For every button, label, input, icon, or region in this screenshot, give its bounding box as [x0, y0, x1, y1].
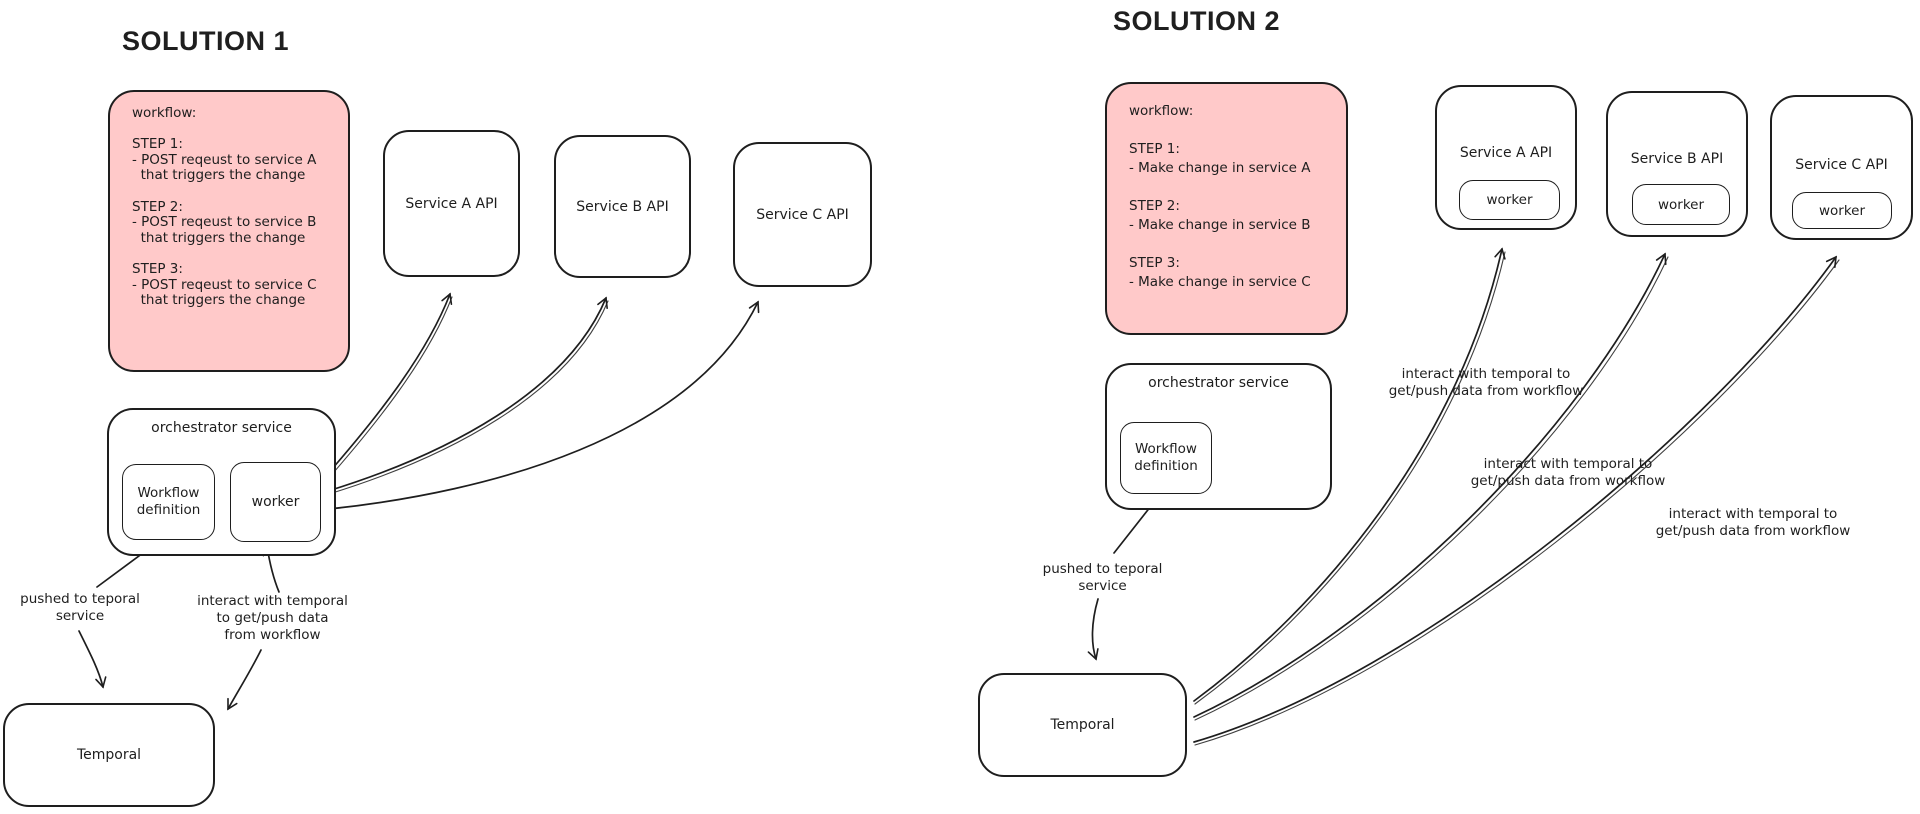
s2-worker-a-box: worker — [1459, 180, 1560, 220]
s1-workflow-definition-label: Workflow definition — [136, 485, 201, 518]
s2-worker-c-box: worker — [1792, 192, 1892, 229]
arrow-s1-worker-to-service-b — [327, 296, 608, 492]
s2-worker-a-label: worker — [1486, 192, 1533, 208]
s2-service-b-label: Service B API — [1630, 151, 1724, 167]
solution2-title: SOLUTION 2 — [1113, 6, 1281, 36]
s1-orchestrator-box: orchestrator service Workflow definition… — [107, 408, 336, 556]
s2-workflow-definition-box: Workflow definition — [1120, 422, 1212, 494]
s2-service-c-label: Service C API — [1795, 157, 1888, 173]
solution1-workflow-note-text: workflow: STEP 1: - POST reqeust to serv… — [132, 105, 317, 309]
s2-worker-b-label: worker — [1657, 196, 1705, 213]
s1-service-c-label: Service C API — [756, 206, 849, 223]
s2-interact-label-1: interact with temporal to get/push data … — [1388, 366, 1584, 399]
s1-temporal-label: Temporal — [76, 747, 142, 763]
arrow-s1-worker-to-service-c — [328, 300, 760, 510]
s2-service-c-box: Service C API worker — [1770, 95, 1913, 240]
s1-service-a-label: Service A API — [405, 195, 498, 212]
s2-service-a-box: Service A API worker — [1435, 85, 1577, 230]
s2-interact-label-3: interact with temporal to get/push data … — [1655, 506, 1851, 539]
s2-orchestrator-label: orchestrator service — [1148, 375, 1289, 391]
solution2-workflow-note: workflow: STEP 1: - Make change in servi… — [1105, 82, 1348, 335]
s2-service-b-box: Service B API worker — [1606, 91, 1748, 237]
s1-service-b-box: Service B API — [554, 135, 691, 278]
s2-temporal-label: Temporal — [1050, 717, 1115, 733]
s1-service-b-label: Service B API — [576, 198, 669, 215]
arrow-s1-pushed-label-to-temporal — [78, 630, 107, 689]
solution1-title: SOLUTION 1 — [122, 26, 290, 56]
s2-orchestrator-box: orchestrator service Workflow definition — [1105, 363, 1332, 510]
solution1-workflow-note: workflow: STEP 1: - POST reqeust to serv… — [108, 90, 350, 372]
s1-workflow-definition-box: Workflow definition — [122, 464, 215, 540]
s1-service-a-box: Service A API — [383, 130, 520, 277]
s2-temporal-box: Temporal — [978, 673, 1187, 777]
arrow-s1-worker-to-service-b-sketch — [328, 300, 609, 495]
s1-worker-label: worker — [251, 494, 300, 510]
s2-interact-label-2: interact with temporal to get/push data … — [1470, 456, 1666, 489]
s1-interact-label: interact with temporal to get/push data … — [197, 593, 348, 643]
s2-worker-b-box: worker — [1632, 184, 1730, 225]
solution2-workflow-note-text: workflow: STEP 1: - Make change in servi… — [1129, 103, 1311, 290]
s2-pushed-label: pushed to teporal service — [1042, 561, 1163, 594]
s1-temporal-box: Temporal — [3, 703, 215, 807]
s2-workflow-definition-label: Workflow definition — [1134, 441, 1198, 474]
s2-service-a-label: Service A API — [1459, 145, 1553, 161]
arrow-s2-pushed-label-to-temporal — [1087, 598, 1099, 661]
s1-pushed-label: pushed to teporal service — [20, 591, 140, 624]
arrow-s1-interact-label-to-temporal — [227, 649, 262, 711]
s2-worker-c-label: worker — [1818, 202, 1866, 219]
s1-worker-box: worker — [230, 462, 321, 542]
s1-orchestrator-label: orchestrator service — [151, 420, 292, 436]
s1-service-c-box: Service C API — [733, 142, 872, 287]
